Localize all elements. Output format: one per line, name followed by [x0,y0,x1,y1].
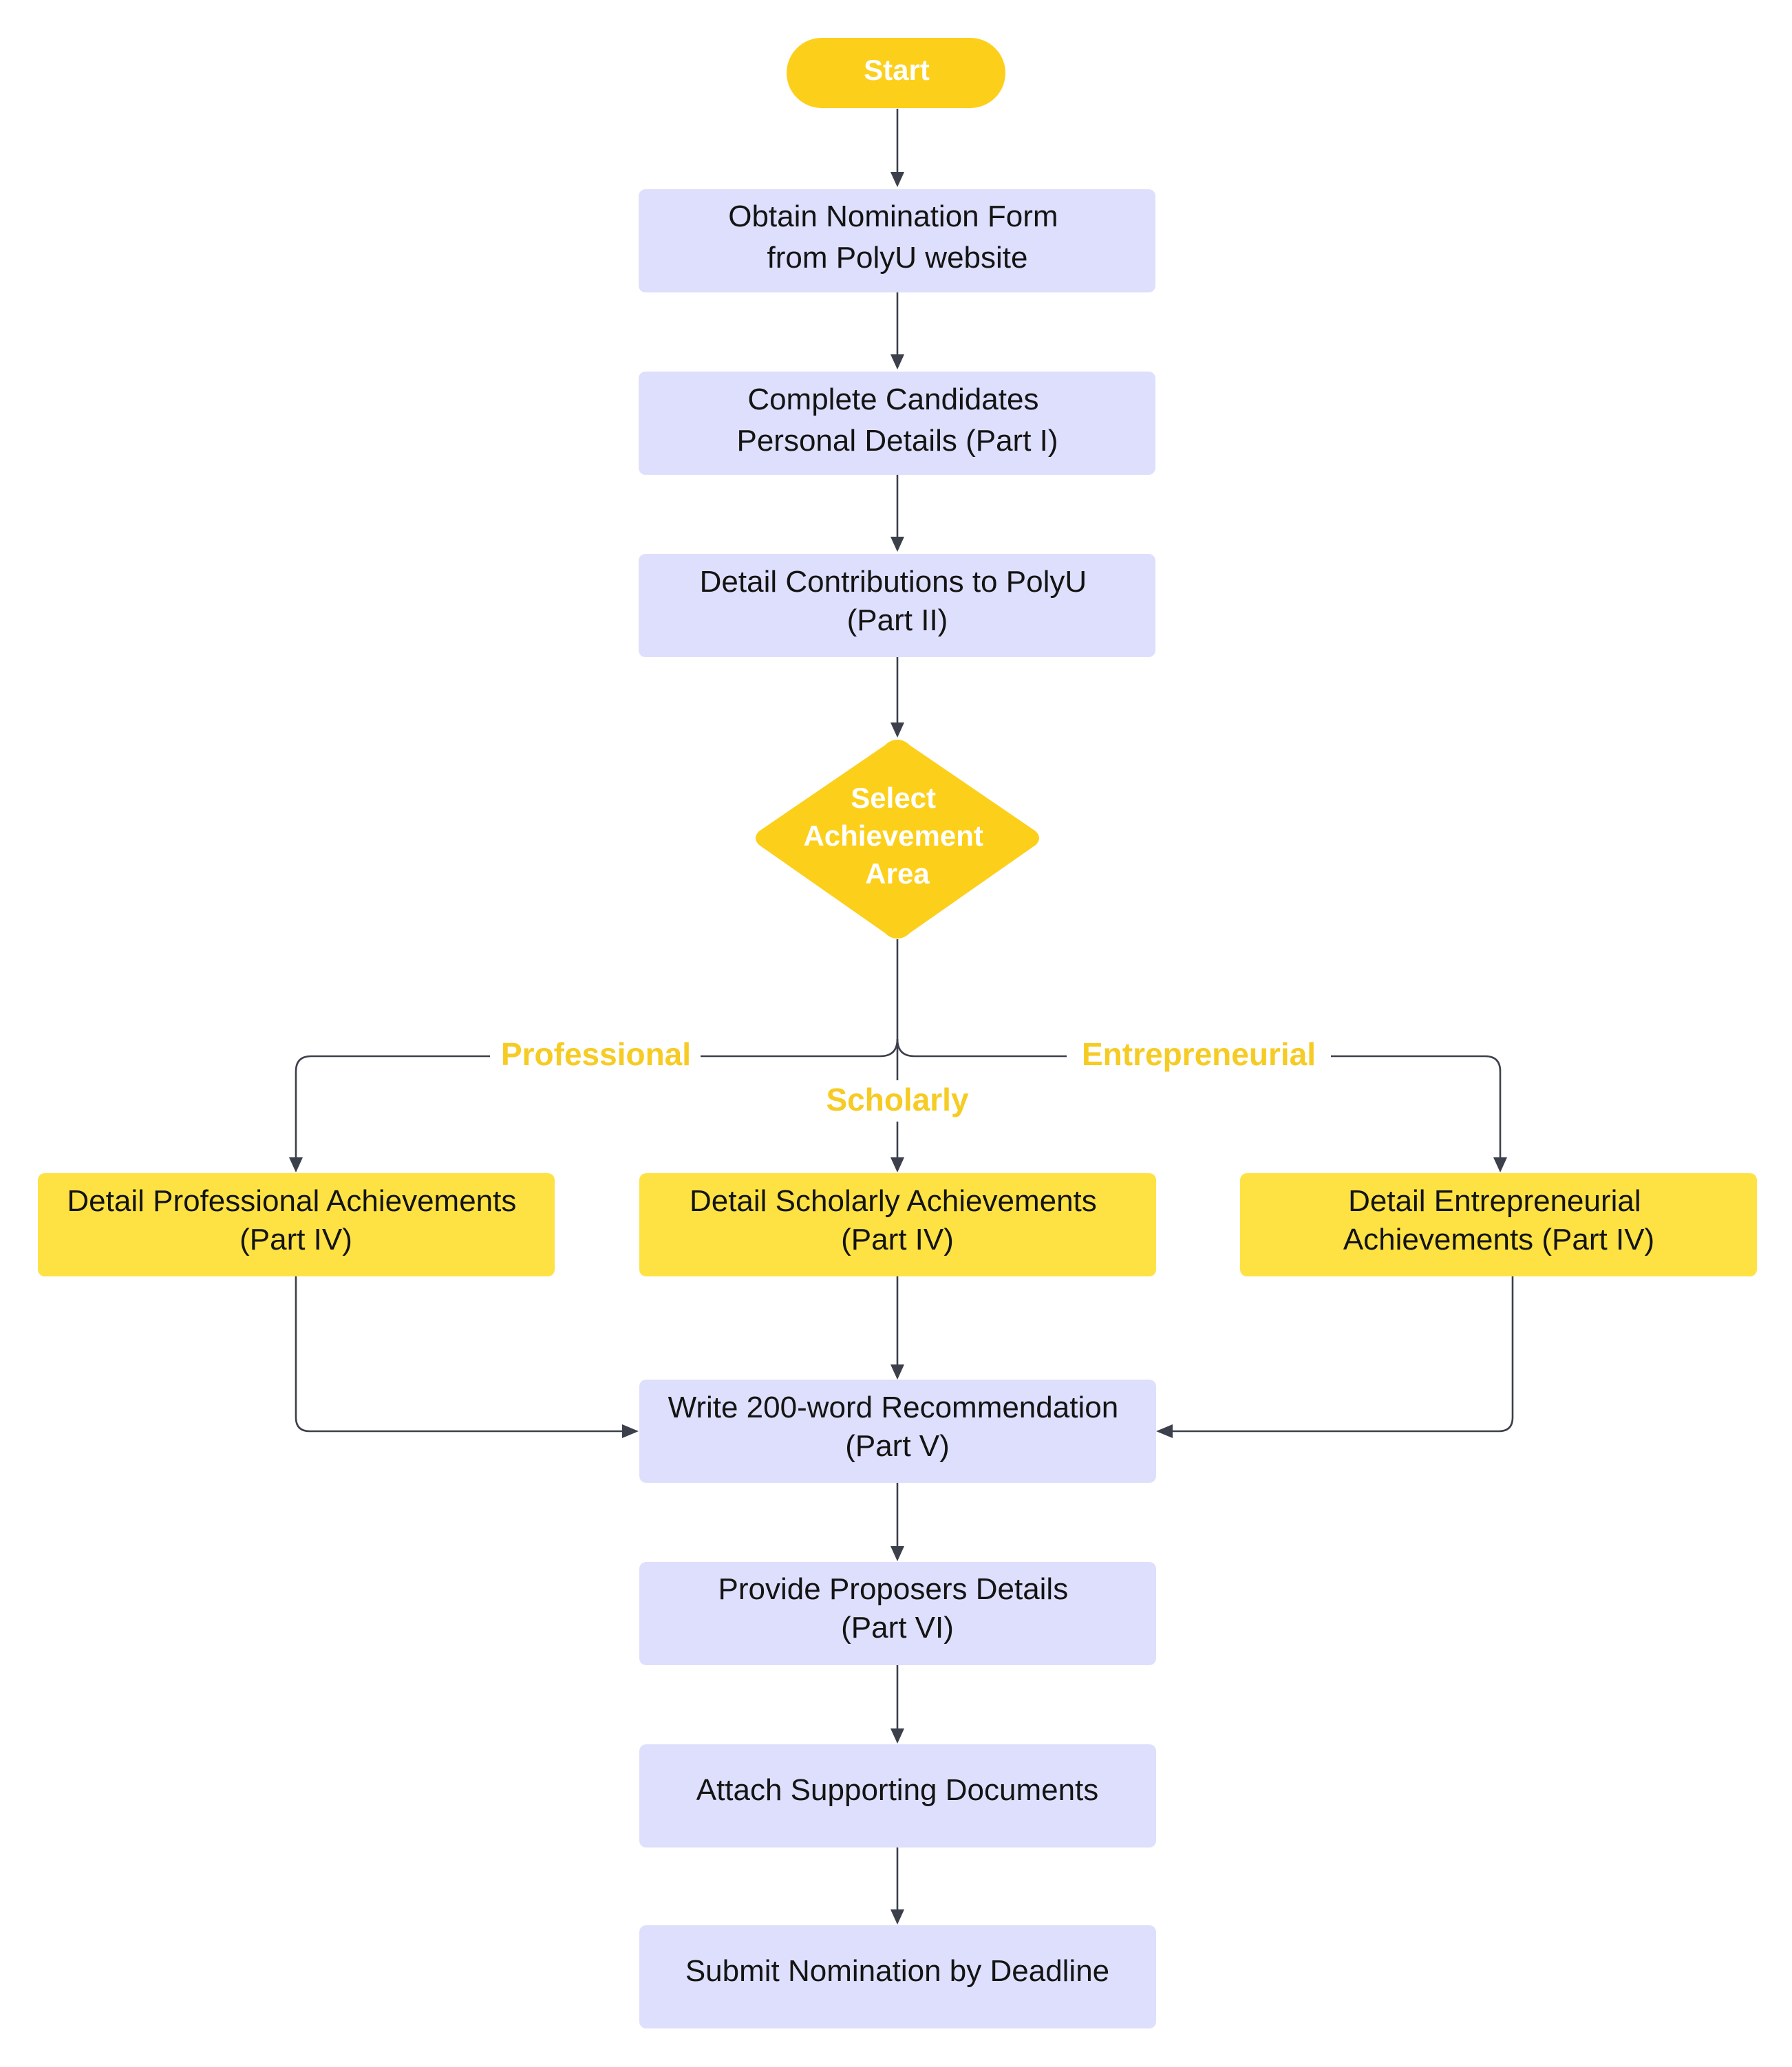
arrowhead [1156,1424,1173,1438]
arrowhead [890,172,904,187]
node-entrepreneurial-label: Detail Entrepreneurial Achievements (Par… [1343,1184,1654,1256]
arrowhead [890,1546,904,1561]
node-select-achievement-area: Select Achievement Area [756,740,1039,939]
node-recommendation: Write 200-word Recommendation (Part V) [639,1380,1156,1483]
arrowhead [890,537,904,552]
edges [295,109,1514,1909]
node-complete-details-label: Complete Candidates Personal Details (Pa… [736,383,1058,458]
node-proposers-label: Provide Proposers Details (Part VI) [718,1572,1077,1645]
edge-label-entrepreneurial: Entrepreneurial [1082,1036,1316,1072]
arrowhead [890,1728,904,1744]
node-attach-documents: Attach Supporting Documents [639,1744,1156,1848]
node-obtain-form: Obtain Nomination Form from PolyU websit… [639,189,1155,292]
node-proposers: Provide Proposers Details (Part VI) [639,1562,1156,1665]
edge-label-scholarly: Scholarly [826,1082,969,1117]
node-complete-details: Complete Candidates Personal Details (Pa… [639,372,1155,475]
arrowhead [622,1424,639,1438]
node-submit-label: Submit Nomination by Deadline [685,1954,1109,1988]
node-scholarly: Detail Scholarly Achievements (Part IV) [639,1173,1156,1276]
node-contributions: Detail Contributions to PolyU (Part II) [639,554,1155,657]
node-start: Start [787,38,1005,108]
node-contributions-label: Detail Contributions to PolyU (Part II) [700,565,1096,637]
edge-label-professional: Professional [501,1036,691,1072]
node-professional: Detail Professional Achievements (Part I… [38,1173,555,1276]
node-recommendation-label: Write 200-word Recommendation (Part V) [668,1391,1127,1463]
arrowhead [890,1364,904,1380]
arrowhead [890,1909,904,1925]
node-entrepreneurial: Detail Entrepreneurial Achievements (Par… [1240,1173,1757,1276]
node-start-label: Start [864,54,930,86]
arrowhead [890,354,904,370]
node-obtain-form-label: Obtain Nomination Form from PolyU websit… [728,200,1067,275]
edge-professional-recommend [295,1276,622,1433]
edge-entrepreneurial-recommend [1173,1276,1514,1433]
node-select-achievement-area-label: Select Achievement Area [803,782,991,890]
node-scholarly-label: Detail Scholarly Achievements (Part IV) [690,1184,1105,1256]
nodes: Start Obtain Nomination Form from PolyU … [38,38,1757,2028]
arrowhead [289,1157,303,1172]
edge-decision-entrepreneurial [896,1038,1502,1157]
arrowhead [1493,1157,1507,1172]
node-submit: Submit Nomination by Deadline [639,1925,1156,2028]
arrowheads [289,172,1507,1925]
edge-labels: Professional Scholarly Entrepreneurial [490,1036,1331,1122]
edge-decision-professional [295,1038,899,1157]
node-attach-documents-label: Attach Supporting Documents [696,1773,1099,1807]
node-professional-label: Detail Professional Achievements (Part I… [67,1184,524,1256]
arrowhead [890,1157,904,1172]
arrowhead [890,722,904,738]
